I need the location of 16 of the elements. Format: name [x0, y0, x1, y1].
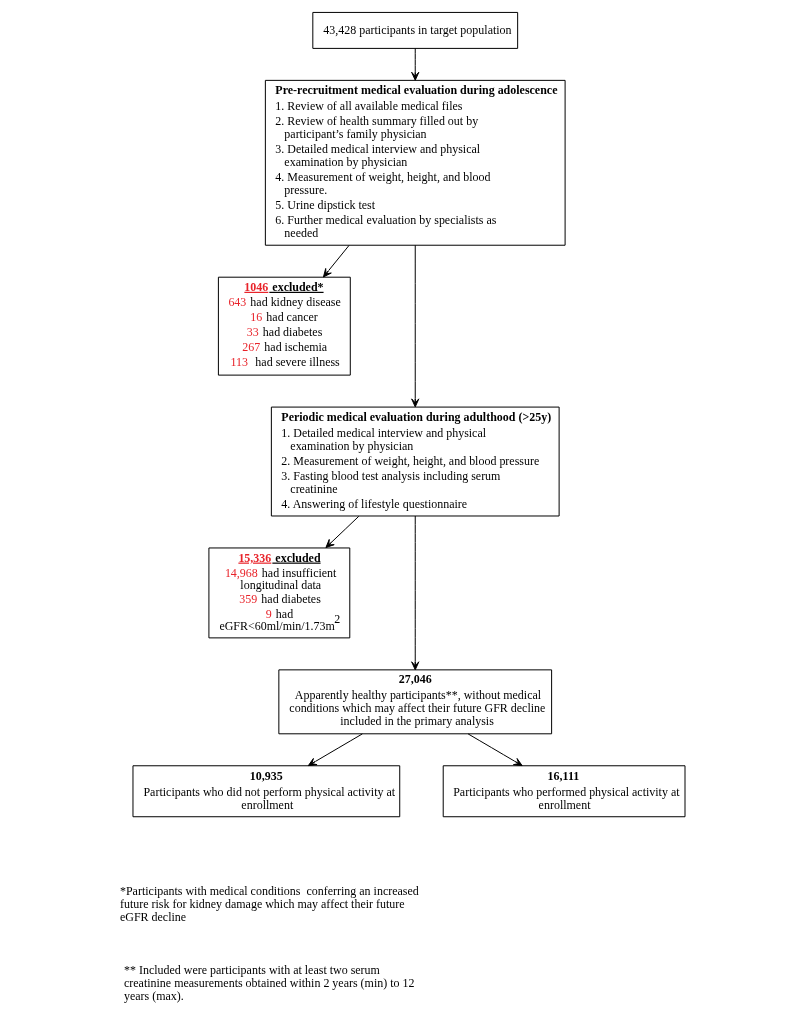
node-box: 43,428 participants in target population: [311, 11, 518, 49]
label: ** Included were participants with at least two serum creatinine measurements obtained within 2 years (min) to 12 years (max).: [123, 963, 414, 1004]
node-box: 10,935 Participants who did not perform physical activity at enrollment: [132, 765, 400, 818]
node-box: Pre-recruitment medical evaluation during adolescence 1. Review of all available medical files 2. Review of health summary filled out by participant’s family physician 3. Detailed medical interview and physical examination by physician 4. Measurement of weight, height, and blood pressure. 5. Urine dipstick test 6. Further medical evaluation by specialists as needed: [264, 79, 566, 246]
node-box: Periodic medical evaluation during adulthood (>25y) 1. Detailed medical interview and physical examination by physician 2. Measurement of weight, height, and blood pressure 3. Fasting blood test analysis including serum creatinine 4. Answering of lifestyle questionnaire: [270, 406, 560, 517]
node-box: 1046 excluded* 643 had kidney disease 16 had cancer 33 had diabetes 267 had ischemia 113 had severe illness: [217, 276, 351, 376]
arrow: [410, 244, 419, 408]
node-box: 27,046 Apparently healthy participants**, without medical conditions which may affect their future GFR decline included in the primary analysis: [277, 669, 552, 735]
node-box: 16,111 Participants who performed physical activity at enrollment: [442, 765, 685, 818]
arrow: [467, 733, 523, 767]
arrow: [322, 244, 349, 278]
arrow: [307, 733, 363, 767]
arrow: [410, 47, 419, 81]
arrow: [324, 515, 359, 549]
label: *Participants with medical conditions conferring an increased future risk for kidney damage which may affect their future eGFR decline: [119, 884, 419, 925]
arrow: [410, 515, 419, 671]
